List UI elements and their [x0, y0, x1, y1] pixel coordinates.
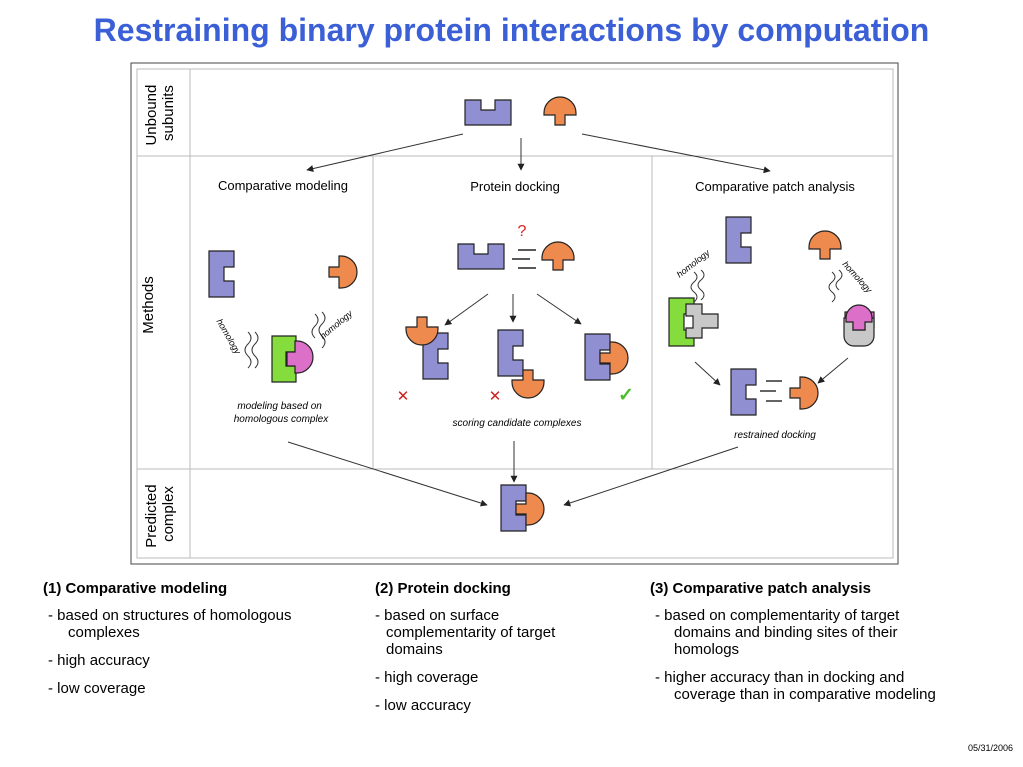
summary-heading: (1) Comparative modeling: [43, 580, 228, 597]
slide-title: Restraining binary protein interactions …: [93, 12, 930, 48]
row-label-unbound: Unbound subunits: [143, 80, 177, 145]
summary-heading: (3) Comparative patch analysis: [650, 580, 871, 597]
slide-date: 05/31/2006: [967, 743, 1013, 753]
check-icon: ✓: [618, 385, 634, 406]
pa-homology-waves: [690, 269, 843, 303]
summary-patch-analysis: (3) Comparative patch analysis - based o…: [650, 580, 936, 714]
docking-question-mark: ?: [518, 223, 527, 240]
summary-item: - based on structures of homologous comp…: [48, 607, 292, 641]
cm-homologous-complex: [271, 335, 314, 383]
summary-protein-docking: (2) Protein docking - based on surface c…: [375, 580, 555, 725]
heading-protein-docking: Protein docking: [470, 179, 560, 194]
grid-lines: [137, 69, 893, 558]
heading-patch-analysis: Comparative patch analysis: [695, 179, 855, 194]
heading-comparative-modeling: Comparative modeling: [218, 178, 348, 193]
pa-caption: restrained docking: [734, 430, 816, 441]
pa-homolog-complex-right: [843, 304, 875, 347]
pa-homolog-complex-left: [668, 297, 719, 347]
summary-item: - high accuracy: [48, 652, 150, 669]
summary-item: - low accuracy: [375, 697, 471, 714]
row-label-predicted: Predicted complex: [143, 480, 177, 548]
pa-gap-marks: [760, 380, 782, 402]
summary-item: - higher accuracy than in docking and co…: [655, 669, 936, 703]
protein-interaction-diagram: Unbound subunits Methods Predicted compl…: [130, 62, 899, 565]
cross-icon: ✕: [397, 388, 410, 405]
docking-gap-marks: [512, 249, 536, 269]
summary-item: - low coverage: [48, 680, 146, 697]
cm-caption: modeling based on homologous complex: [234, 401, 329, 425]
docking-caption: scoring candidate complexes: [453, 418, 582, 429]
row-label-methods: Methods: [140, 276, 157, 334]
summary-heading: (2) Protein docking: [375, 580, 511, 597]
cm-homology-waves: [244, 311, 326, 369]
summary-item: - based on complementarity of target dom…: [655, 607, 900, 658]
summary-comparative-modeling: (1) Comparative modeling - based on stru…: [43, 580, 291, 708]
summary-item: - high coverage: [375, 669, 479, 686]
cross-icon: ✕: [489, 388, 502, 405]
summary-item: - based on surface complementarity of ta…: [375, 607, 556, 658]
